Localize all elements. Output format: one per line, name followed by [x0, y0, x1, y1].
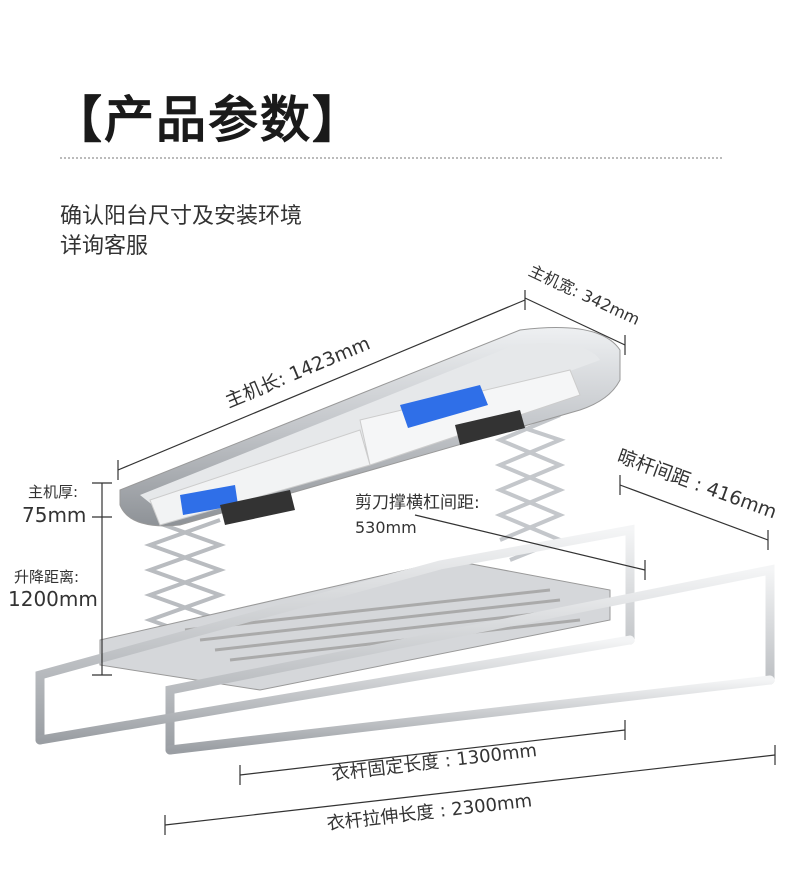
- host-thickness-value: 75mm: [22, 503, 86, 527]
- host-thickness-label: 主机厚:: [28, 483, 78, 501]
- lift-distance-label: 升降距离:: [14, 568, 79, 586]
- dotted-divider: [60, 157, 722, 159]
- drying-rack: [35, 524, 775, 755]
- subtitle-line-2: 详询客服: [60, 234, 149, 259]
- scissor-spacing-label: 剪刀撑横杠间距:: [355, 493, 480, 513]
- led-panel-right: [400, 385, 488, 428]
- host-unit: [119, 327, 621, 527]
- vent-right: [455, 410, 525, 445]
- rod-extended-length-label: 衣杆拉伸长度 : 2300mm: [326, 790, 533, 834]
- dimension-lines: [92, 290, 776, 835]
- vent-left: [220, 490, 295, 525]
- rod-spacing-label: 晾杆间距 : 416mm: [614, 445, 779, 523]
- lift-distance-value: 1200mm: [8, 587, 98, 611]
- scissor-lift-right: [494, 413, 566, 562]
- page-title: 【产品参数】: [52, 91, 364, 149]
- subtitle-line-1: 确认阳台尺寸及安装环境: [60, 204, 303, 229]
- host-width-label: 主机宽: 342mm: [526, 261, 643, 329]
- scissor-spacing-value: 530mm: [355, 518, 417, 537]
- rod-fixed-length-label: 衣杆固定长度 : 1300mm: [331, 740, 538, 785]
